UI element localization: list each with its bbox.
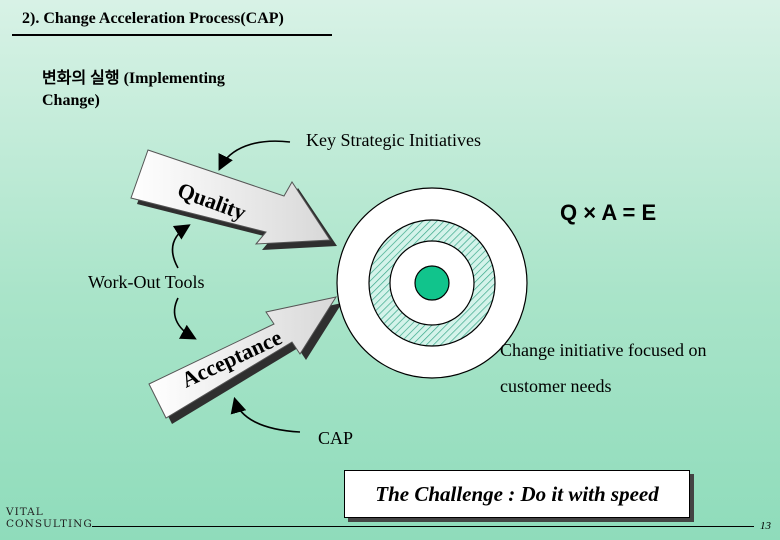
key-initiatives-label: Key Strategic Initiatives (306, 130, 481, 150)
challenge-text: The Challenge : Do it with speed (375, 481, 659, 506)
curve-arrow-workout-down (173, 297, 197, 340)
logo-line-1: VITAL (6, 506, 44, 518)
subtitle-line-1: 변화의 실행 (Implementing (42, 70, 225, 87)
change-initiative-line-2: customer needs (500, 376, 612, 396)
target-center (414, 265, 450, 301)
curve-arrow-key-initiatives (218, 140, 291, 171)
curve-arrow-workout-up (171, 224, 191, 269)
change-initiative-line-1: Change initiative focused on (500, 340, 707, 360)
challenge-box: The Challenge : Do it with speed (344, 470, 690, 518)
footer-rule (92, 526, 754, 527)
quality-arrow (130, 149, 331, 245)
page-title: 2). Change Acceleration Process(CAP) (22, 10, 284, 27)
logo-line-2: CONSULTING (6, 518, 93, 530)
curve-arrow-cap (230, 396, 301, 433)
cap-label: CAP (318, 428, 354, 448)
equation: Q × A = E (560, 200, 657, 225)
page-number: 13 (760, 520, 771, 532)
title-underline (12, 34, 332, 36)
workout-tools-label: Work-Out Tools (88, 272, 205, 292)
subtitle-line-2: Change) (42, 92, 100, 109)
vital-consulting-logo: VITAL CONSULTING (6, 506, 93, 530)
acceptance-arrow (148, 296, 338, 419)
